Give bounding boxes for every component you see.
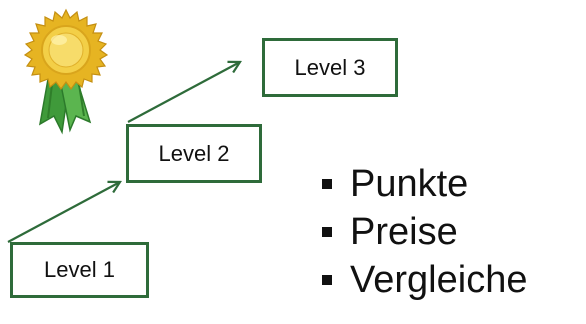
- level-3-label: Level 3: [294, 54, 366, 80]
- bullet-item: Punkte: [322, 160, 527, 208]
- square-bullet-icon: [322, 275, 332, 285]
- arrow-level1-to-level2: [7, 182, 120, 243]
- square-bullet-icon: [322, 227, 332, 237]
- level-1-label: Level 1: [44, 257, 115, 282]
- arrow-level2-to-level3: [127, 62, 240, 123]
- level-3-box: Level 3: [262, 38, 398, 97]
- square-bullet-icon: [322, 179, 332, 189]
- bullet-text-punkte: Punkte: [350, 163, 469, 205]
- bullet-item: Vergleiche: [322, 256, 527, 304]
- feature-bullet-list: Punkte Preise Vergleiche: [322, 160, 527, 304]
- award-medal-icon: [23, 8, 109, 135]
- level-2-label: Level 2: [158, 140, 230, 166]
- bullet-item: Preise: [322, 208, 527, 256]
- level-1-box: Level 1: [10, 242, 149, 298]
- bullet-text-vergleiche: Vergleiche: [350, 259, 528, 301]
- bullet-text-preise: Preise: [350, 211, 458, 253]
- level-2-box: Level 2: [126, 124, 262, 183]
